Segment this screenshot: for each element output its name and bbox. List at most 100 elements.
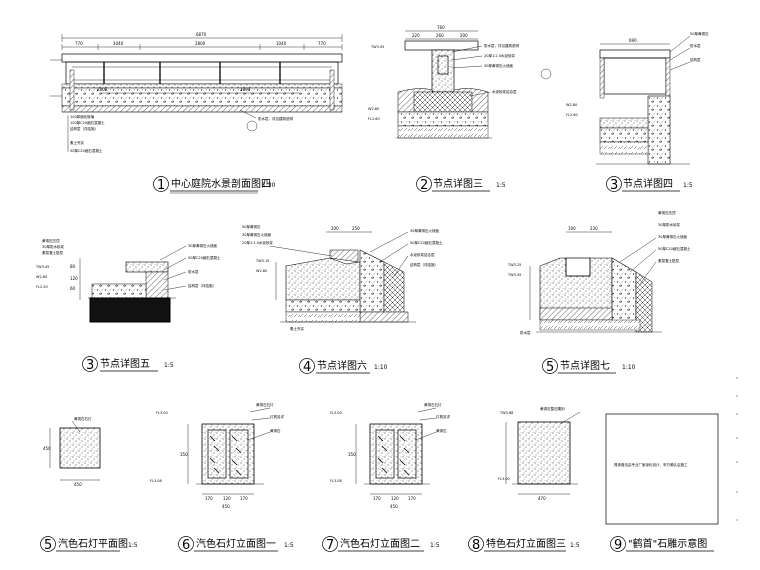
- d4-h2: 120: [70, 276, 78, 281]
- d5-l2: W2.80: [256, 269, 267, 273]
- caption-9: 7 汽色石灯立面图二 1:5: [322, 536, 440, 553]
- caption-1-title: 中心庭院水景剖面图四: [171, 177, 271, 190]
- caption-10: 8 特色石灯立面图三 1:5: [468, 536, 580, 553]
- caption-3-num: 3: [610, 178, 618, 193]
- detail-11-sketch: 具体做法由专业厂家深化设计，甲方确认后施工: [605, 413, 719, 525]
- d4-l3: FL2.50: [36, 285, 48, 289]
- dim-top-ticks: [61, 44, 343, 50]
- caption-1-scale: 1:30: [262, 182, 276, 189]
- d5-n0: 50厚黄锈石: [242, 224, 261, 229]
- glass-top: [61, 53, 343, 63]
- d5-n6: 结构层（详结施）: [410, 262, 438, 267]
- caption-2-scale: 1:5: [496, 182, 506, 189]
- detail-7-plan: 450 450 黄锈石石灯: [43, 416, 101, 487]
- d4-l2: W2.60: [36, 275, 47, 279]
- d6-n3: 30厚黄锈石火烧面: [658, 234, 687, 239]
- caption-8-scale: 1:5: [284, 542, 294, 549]
- note-1b: 100厚C20细石混凝土: [70, 120, 105, 125]
- d9-w3: 170: [408, 496, 416, 501]
- d6-w1: 100: [568, 226, 576, 231]
- d9-n1: 黄锈石石灯: [424, 402, 442, 407]
- detail-8-elevation: FL3.00 350 FL3.08 170 120 170 450 黄锈石石灯 …: [150, 402, 284, 509]
- d8-l2: FL3.08: [150, 479, 162, 483]
- caption-7-scale: 1:5: [128, 542, 138, 549]
- d8-n3: 黄锈石: [270, 428, 281, 433]
- caption-4: 3 节点详图五 1:5: [82, 356, 174, 373]
- caption-5-num: 4: [303, 360, 311, 375]
- d10-l1: TW3.68: [499, 411, 513, 415]
- caption-9-scale: 1:5: [430, 542, 440, 549]
- d8-h: 350: [180, 452, 188, 457]
- d9-l1: FL3.00: [330, 411, 342, 415]
- detail-2: 760 220 260 200 TW3.05 W2.80 FL2.60 防水层，…: [368, 25, 552, 139]
- note-1c: 结构层（详结施）: [70, 126, 98, 131]
- d9-w1: 170: [373, 496, 381, 501]
- caption-4-title: 节点详图五: [100, 357, 150, 370]
- d5-w1: 200: [331, 226, 339, 231]
- caption-2-num: 2: [420, 178, 428, 193]
- d9-l2: FL3.08: [330, 479, 342, 483]
- sketch-note: 具体做法由专业厂家深化设计，甲方确认后施工: [614, 462, 688, 467]
- d6-n4: 50厚C20细石混凝土: [658, 246, 691, 251]
- d2-p2: 260: [436, 33, 444, 38]
- caption-3-scale: 1:5: [683, 182, 693, 189]
- caption-8: 6 汽色石灯立面图一 1:5: [178, 536, 294, 553]
- caption-2: 2 节点详图三 1:5: [416, 176, 506, 193]
- dim-mid-2: 2800: [240, 87, 251, 92]
- d4-n4: 30厚黄锈石火烧面: [188, 243, 217, 248]
- detail-5: 200 250 TW3.15 W2.80 50厚黄锈石 30厚黄锈石火烧面 20…: [242, 224, 443, 331]
- d5-n3: 30厚黄锈石火烧面: [410, 228, 439, 233]
- d2-l3: FL2.60: [368, 117, 380, 121]
- d7-n1: 黄锈石石灯: [74, 416, 92, 421]
- d2-n1: 防水层，详见建筑说明: [484, 43, 519, 48]
- caption-7-num: 5: [44, 538, 52, 553]
- d8-w3: 170: [240, 496, 248, 501]
- caption-6-title: 节点详图七: [560, 359, 610, 372]
- d7-h: 450: [43, 446, 51, 451]
- d2-p1: 220: [412, 33, 420, 38]
- d2-l2: W2.80: [368, 107, 379, 111]
- d6-n1: 黄锈石压顶: [658, 210, 676, 215]
- note-1a: 100厚钢化玻璃: [70, 114, 95, 119]
- d8-n2: 灯具另详: [270, 414, 284, 419]
- caption-6-num: 5: [546, 360, 554, 375]
- d2-n2: 20厚1:2.5水泥砂浆: [484, 53, 515, 58]
- d5-n5: 水泥砂浆结合层: [410, 252, 435, 257]
- dim-top-4: 1040: [276, 41, 287, 46]
- d5-n7: 素土夯实: [290, 326, 304, 331]
- d4-h3: 60: [70, 286, 76, 291]
- caption-8-num: 6: [182, 538, 190, 553]
- detail-9-elevation: FL3.00 350 FL3.08 170 120 170 450 黄锈石石灯 …: [330, 402, 450, 509]
- d4-n6: 防水层: [188, 269, 199, 274]
- glass-box: [65, 61, 339, 85]
- d2-n4: 水泥砂浆结合层: [492, 89, 517, 94]
- caption-5-scale: 1:10: [374, 364, 388, 371]
- d3-n1: 50厚黄锈石: [690, 31, 709, 36]
- d8-l1: FL3.00: [156, 411, 168, 415]
- d3-n2: 防水层: [690, 43, 701, 48]
- caption-11-title: "鹤首"石雕示意图: [628, 537, 707, 550]
- dim-mid: 2800: [97, 87, 108, 92]
- d3-n3: 结构层: [690, 57, 701, 62]
- caption-7-title: 汽色石灯平面图: [58, 537, 128, 550]
- d10-w: 470: [538, 496, 546, 501]
- caption-5-title: 节点详图六: [317, 359, 367, 372]
- d7-w: 450: [74, 482, 82, 487]
- d10-n1: 黄锈石整石雕刻: [540, 406, 565, 411]
- caption-10-title: 特色石灯立面图三: [486, 537, 566, 550]
- caption-7: 5 汽色石灯平面图 1:5: [40, 536, 138, 553]
- caption-3-title: 节点详图四: [623, 177, 673, 190]
- caption-10-scale: 1:5: [570, 542, 580, 549]
- note-1d: 素土夯实: [70, 140, 84, 145]
- d6-w2: 230: [590, 226, 598, 231]
- d4-n7: 结构层（详结施）: [188, 283, 216, 288]
- caption-11-num: 9: [614, 538, 622, 553]
- d6-n2: 30厚防水砂浆: [658, 222, 680, 227]
- detail-10-elevation: TW3.68 FL3.00 470 黄锈石整石雕刻: [498, 406, 581, 501]
- d2-p3: 200: [460, 33, 468, 38]
- d2-n3: 30厚黄锈石火烧面: [484, 63, 513, 68]
- detail-6: 100 230 TW3.25 TW3.55 防水层 黄锈石压顶 30厚防水砂浆 …: [507, 210, 691, 335]
- d6-l1: TW3.25: [507, 263, 521, 267]
- caption-6-scale: 1:10: [622, 364, 636, 371]
- d8-n1: 黄锈石石灯: [256, 402, 274, 407]
